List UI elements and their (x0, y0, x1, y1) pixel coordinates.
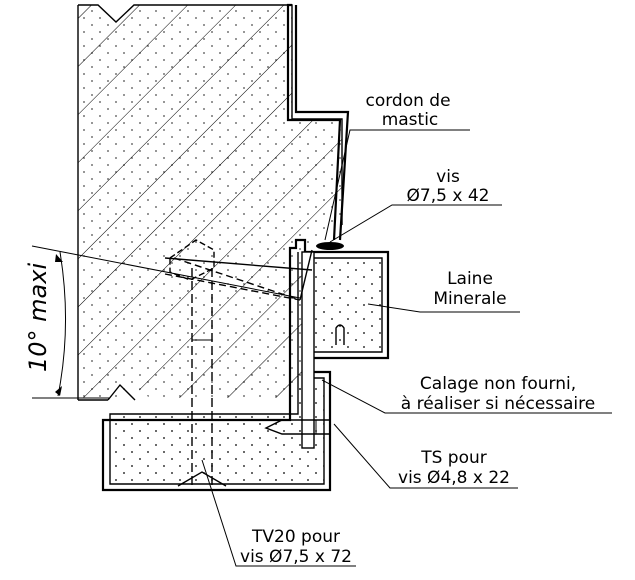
tv20-label-2: vis Ø7,5 x 72 (240, 547, 352, 567)
calage-label-2: à réaliser si nécessaire (401, 394, 595, 414)
leader-lines (201, 129, 612, 567)
laine-label-1: Laine (447, 269, 493, 289)
vis42-label-2: Ø7,5 x 42 (407, 186, 490, 206)
calage-label-1: Calage non fourni, (420, 374, 576, 394)
angle-label: 10° maxi (24, 263, 52, 372)
vis42-label-1: vis (436, 167, 460, 187)
cordon-label-1: cordon de (365, 91, 450, 111)
cordon-label-2: mastic (382, 110, 439, 130)
screw-72 (169, 239, 227, 487)
mastic-bead (316, 242, 344, 250)
screw-22 (264, 419, 331, 435)
ts-label-1: TS pour (420, 448, 487, 468)
laine-label-2: Minerale (433, 289, 506, 309)
tv20-label-1: TV20 pour (251, 527, 340, 547)
shim-plate (301, 251, 315, 449)
ts-label-2: vis Ø4,8 x 22 (398, 468, 510, 488)
angle-dimension (31, 245, 301, 399)
